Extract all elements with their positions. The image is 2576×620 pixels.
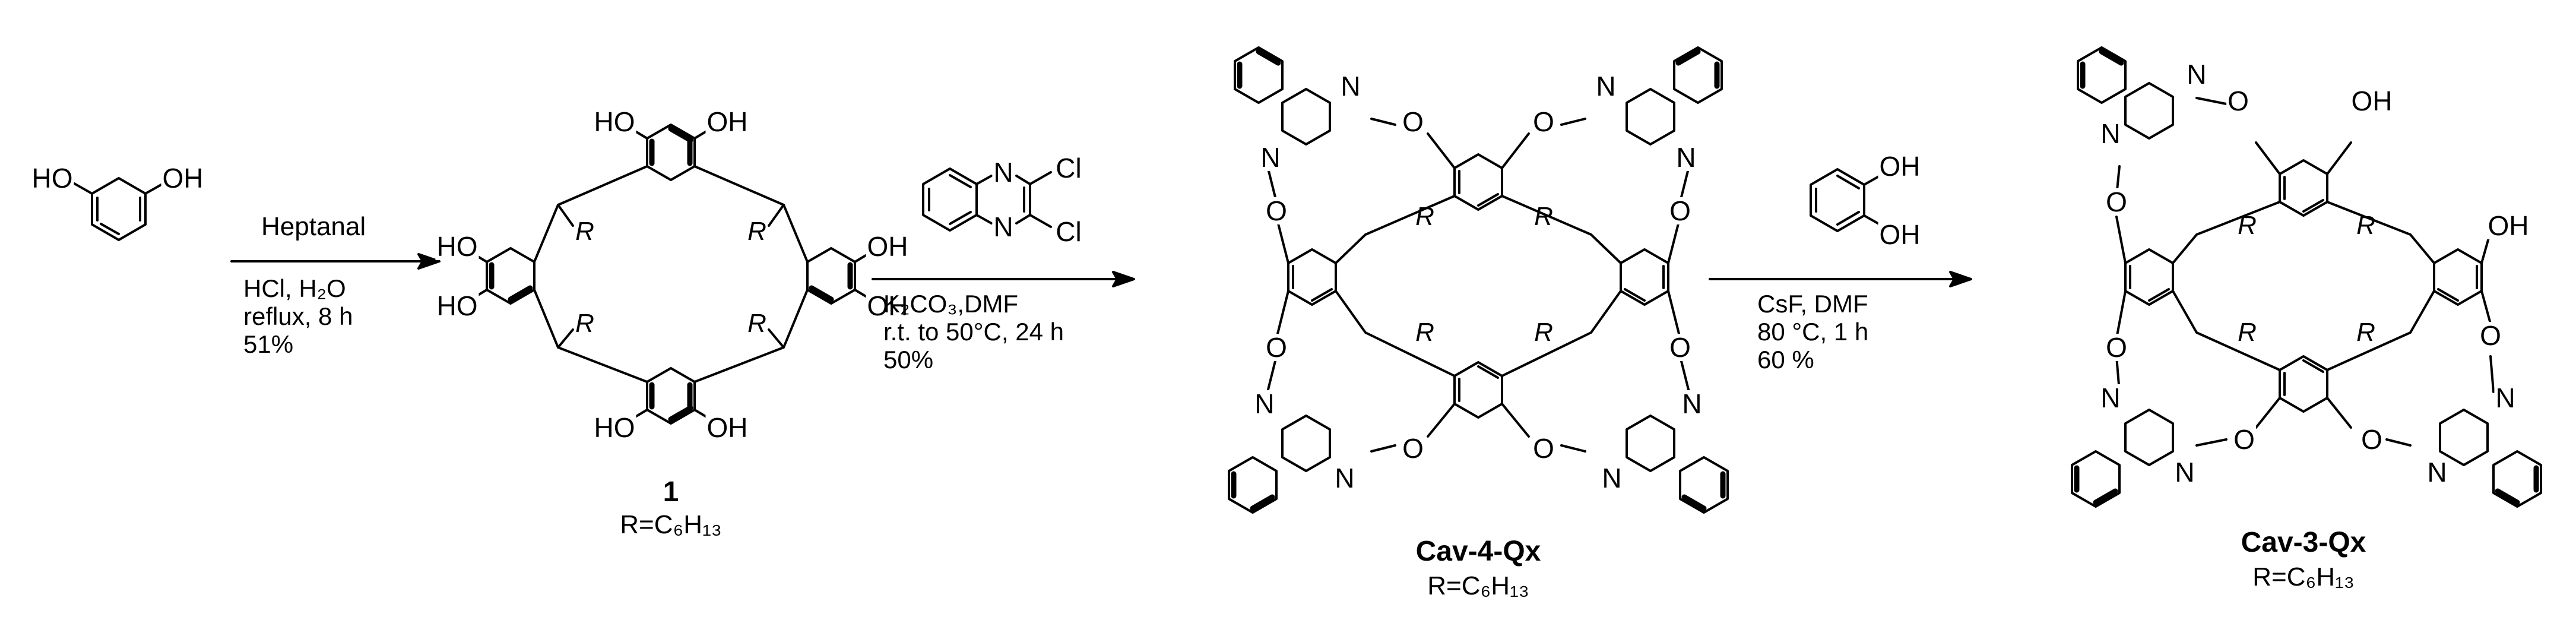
c1-r4: R — [747, 309, 766, 338]
c1-oh-right-top: OH — [866, 231, 910, 262]
cav4-o-right-top: O — [1668, 195, 1692, 226]
catechol-oh1: OH — [1878, 151, 1922, 182]
compound-1-r-definition: R=C₆H₁₃ — [620, 510, 722, 539]
step1-reagent: Heptanal — [261, 212, 366, 241]
cav4-o-left-top: O — [1265, 195, 1288, 226]
cav3-n-tl-1: N — [2185, 59, 2208, 90]
cav3-r2: R — [2356, 211, 2375, 240]
dcq-cl2: Cl — [1054, 216, 1083, 247]
resorcinol-ho: HO — [30, 163, 74, 194]
cav4-r1: R — [1415, 202, 1434, 231]
cav4-o-right-bottom: O — [1668, 332, 1692, 363]
c1-r3: R — [575, 309, 594, 338]
step2-line2: r.t. to 50°C, 24 h — [883, 318, 1064, 346]
step2-line1: K₂CO₃,DMF — [883, 290, 1019, 318]
cav4-o-bottom-left: O — [1401, 433, 1425, 464]
dcq-n1: N — [992, 157, 1015, 188]
cav4-n-br-1: N — [1681, 388, 1703, 419]
cav4-o-top-left: O — [1401, 106, 1425, 137]
cav4-n-tr-2: N — [1675, 142, 1697, 173]
c1-r2: R — [747, 217, 766, 246]
cav3-n-br-2: N — [2426, 457, 2448, 488]
cav3-o-right-bottom: O — [2479, 320, 2502, 351]
cav3-r4: R — [2356, 318, 2375, 347]
cav-3-qx-r-definition: R=C₆H₁₃ — [2252, 562, 2355, 591]
compound-1-label: 1 — [663, 476, 679, 508]
resorcinol-oh: OH — [161, 163, 205, 194]
c1-r1: R — [575, 217, 594, 246]
cav4-r2: R — [1534, 202, 1553, 231]
reaction-arrow-3 — [1709, 271, 1972, 287]
cav-3-qx-label: Cav-3-Qx — [2241, 527, 2366, 558]
step1-line1: HCl, H₂O — [243, 274, 346, 302]
step2-line3: 50% — [883, 346, 934, 374]
cav3-oh-right: OH — [2486, 210, 2530, 241]
cav4-n-tl-1: N — [1339, 71, 1362, 102]
cav3-r1: R — [2238, 211, 2257, 240]
reaction-arrow-1 — [230, 253, 441, 270]
cav3-oh-top-right: OH — [2350, 86, 2394, 116]
cav3-n-bl-1: N — [2099, 382, 2122, 413]
c1-ho-left-top: HO — [435, 231, 479, 262]
catechol-oh2: OH — [1878, 219, 1922, 250]
c1-oh-top-right: OH — [705, 106, 749, 137]
cav3-o-left-top: O — [2105, 186, 2128, 217]
step3-conditions: CsF, DMF 80 °C, 1 h 60 % — [1757, 290, 1868, 374]
cav3-o-bottom-left: O — [2232, 424, 2256, 455]
cav-4-qx-label: Cav-4-Qx — [1415, 536, 1541, 567]
step3-line3: 60 % — [1757, 346, 1814, 374]
cav4-n-br-2: N — [1601, 463, 1623, 494]
cav3-n-tl-2: N — [2099, 118, 2122, 149]
cav4-o-left-bottom: O — [1265, 332, 1288, 363]
cav4-o-top-right: O — [1532, 106, 1555, 137]
cav3-o-left-bottom: O — [2105, 332, 2128, 363]
dcq-n2: N — [992, 211, 1015, 242]
cav4-r3: R — [1415, 318, 1434, 347]
cav-3-qx-structure — [2071, 46, 2542, 508]
cav3-n-br-1: N — [2494, 382, 2517, 413]
cav3-n-bl-2: N — [2173, 457, 2196, 488]
c1-ho-left-bottom: HO — [435, 290, 479, 321]
cav-4-qx-structure — [1228, 46, 1729, 514]
dichloroquinoxaline-structure — [922, 167, 1052, 232]
c1-oh-right-bottom: OH — [866, 290, 910, 321]
cav4-n-tl-2: N — [1259, 142, 1282, 173]
resorcinol-structure — [73, 177, 164, 241]
c1-oh-bottom-right: OH — [705, 412, 749, 443]
cav4-n-bl-2: N — [1333, 463, 1356, 494]
cav4-r4: R — [1534, 318, 1553, 347]
catechol-structure — [1810, 168, 1883, 232]
c1-ho-bottom-left: HO — [592, 412, 636, 443]
dcq-cl1: Cl — [1054, 153, 1083, 184]
step1-line2: reflux, 8 h — [243, 302, 353, 331]
step3-line2: 80 °C, 1 h — [1757, 318, 1869, 346]
cav3-o-top-left: O — [2226, 86, 2250, 116]
cav-4-qx-r-definition: R=C₆H₁₃ — [1427, 571, 1529, 600]
compound-1-structure — [471, 124, 871, 425]
cav3-r3: R — [2238, 318, 2257, 347]
c1-ho-top-left: HO — [592, 106, 636, 137]
step1-conditions: HCl, H₂O reflux, 8 h 51% — [243, 274, 353, 358]
cav4-n-tr-1: N — [1595, 71, 1617, 102]
cav3-o-bottom-right: O — [2360, 424, 2384, 455]
step3-line1: CsF, DMF — [1757, 290, 1868, 318]
step1-line3: 51% — [243, 330, 294, 359]
cav4-o-bottom-right: O — [1532, 433, 1555, 464]
cav4-n-bl-1: N — [1253, 388, 1276, 419]
step2-conditions: K₂CO₃,DMF r.t. to 50°C, 24 h 50% — [883, 290, 1064, 374]
reaction-arrow-2 — [872, 271, 1135, 287]
